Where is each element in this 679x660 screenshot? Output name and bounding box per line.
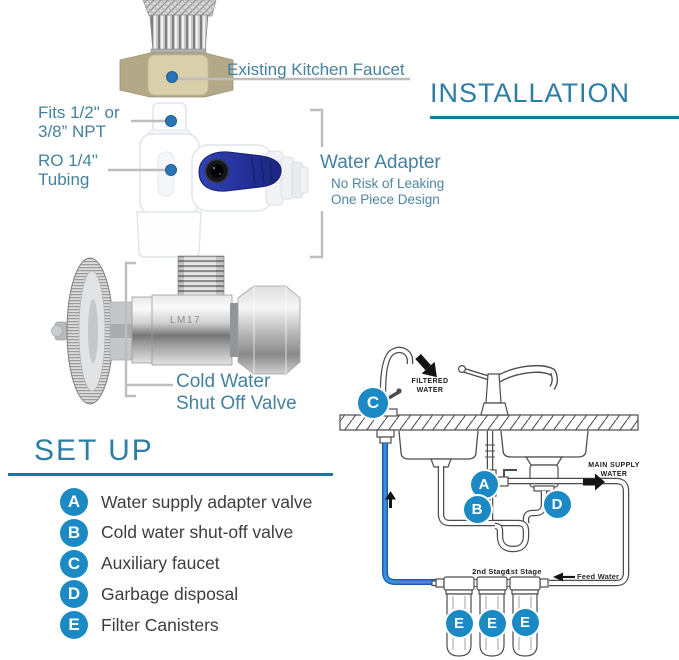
filtered-water-line1: FILTERED <box>411 378 449 385</box>
adapter-illustration <box>136 102 309 258</box>
installation-heading: INSTALLATION <box>430 78 679 119</box>
second-stage-label: 2nd Stage <box>472 567 510 576</box>
legend-badge-c: C <box>60 549 88 578</box>
main-supply-line1: MAIN SUPPLY <box>588 462 640 469</box>
feed-water-arrow <box>553 572 575 582</box>
water-adapter-title: Water Adapter <box>320 152 441 173</box>
water-adapter-sub2: One Piece Design <box>331 192 440 208</box>
main-supply-line2: WATER <box>600 471 628 479</box>
cold-water-valve-label: Cold Water Shut Off Valve <box>176 371 297 415</box>
filtered-water-line2: WATER <box>416 387 444 395</box>
legend-label-c: Auxiliary faucet <box>101 553 220 574</box>
legend-item-c: C Auxiliary faucet <box>60 549 312 578</box>
tube-flow-up-arrow <box>385 491 396 508</box>
garbage-disposal <box>524 456 564 492</box>
ro-tubing-line2: Tubing <box>38 170 90 190</box>
ro-tubing-label: RO 1/4" Tubing <box>38 151 98 189</box>
countertop <box>339 414 639 431</box>
legend-label-b: Cold water shut-off valve <box>101 522 294 543</box>
legend-badge-b: B <box>60 518 88 547</box>
legend-item-e: E Filter Canisters <box>60 611 312 640</box>
setup-heading: SET UP <box>8 434 333 476</box>
water-adapter-sub1: No Risk of Leaking <box>331 176 445 191</box>
filtered-water-arrow <box>415 353 437 378</box>
fits-npt-label: Fits 1/2" or 3/8” NPT <box>38 103 120 141</box>
legend-badge-d: D <box>60 580 88 609</box>
main-supply-label: MAIN SUPPLY WATER <box>586 461 642 479</box>
hose-illustration <box>119 0 234 98</box>
legend-label-d: Garbage disposal <box>101 583 239 604</box>
legend-label-a: Water supply adapter valve <box>101 491 313 512</box>
legend-badge-a: A <box>60 488 88 516</box>
sink-bowl-left <box>398 430 479 460</box>
legend-badge-e: E <box>60 611 88 640</box>
filtered-water-tube <box>382 443 437 585</box>
diagram-badge-e3: E <box>511 609 539 636</box>
first-stage-label: 1st Stage <box>506 567 542 576</box>
left-drain-flange <box>430 458 452 468</box>
main-supply-arrow <box>583 473 605 491</box>
callout-graphics <box>108 77 410 398</box>
filtered-water-label: FILTERED WATER <box>404 377 456 395</box>
diagram-badge-a: A <box>470 470 498 498</box>
diagram-badge-d: D <box>543 490 571 518</box>
valve-marking-text: LM17 <box>170 315 202 326</box>
kitchen-faucet <box>458 365 558 416</box>
sink-bowl-right <box>500 430 589 458</box>
diagram-badge-e2: E <box>478 609 506 637</box>
setup-legend: A Water supply adapter valve B Cold wate… <box>60 488 312 642</box>
cold-water-line1: Cold Water <box>176 371 271 392</box>
fits-npt-line2: 3/8” NPT <box>38 122 107 142</box>
fits-npt-line1: Fits 1/2" or <box>38 103 120 122</box>
legend-item-d: D Garbage disposal <box>60 580 312 609</box>
legend-item-b: B Cold water shut-off valve <box>60 518 312 547</box>
ro-tubing-line1: RO 1/4" <box>38 151 98 170</box>
shutoff-valve-illustration <box>51 255 301 405</box>
legend-item-a: A Water supply adapter valve <box>60 488 312 516</box>
existing-faucet-label: Existing Kitchen Faucet <box>227 60 405 79</box>
legend-label-e: Filter Canisters <box>101 614 219 635</box>
diagram-badge-b: B <box>463 495 491 523</box>
callout-dots <box>165 71 178 176</box>
diagram-badge-e1: E <box>445 609 473 637</box>
feed-water-label: Feed Water <box>577 572 620 581</box>
cold-water-line2: Shut Off Valve <box>176 392 297 414</box>
water-adapter-subtitle: No Risk of Leaking One Piece Design <box>331 176 444 209</box>
diagram-badge-c: C <box>358 388 388 418</box>
